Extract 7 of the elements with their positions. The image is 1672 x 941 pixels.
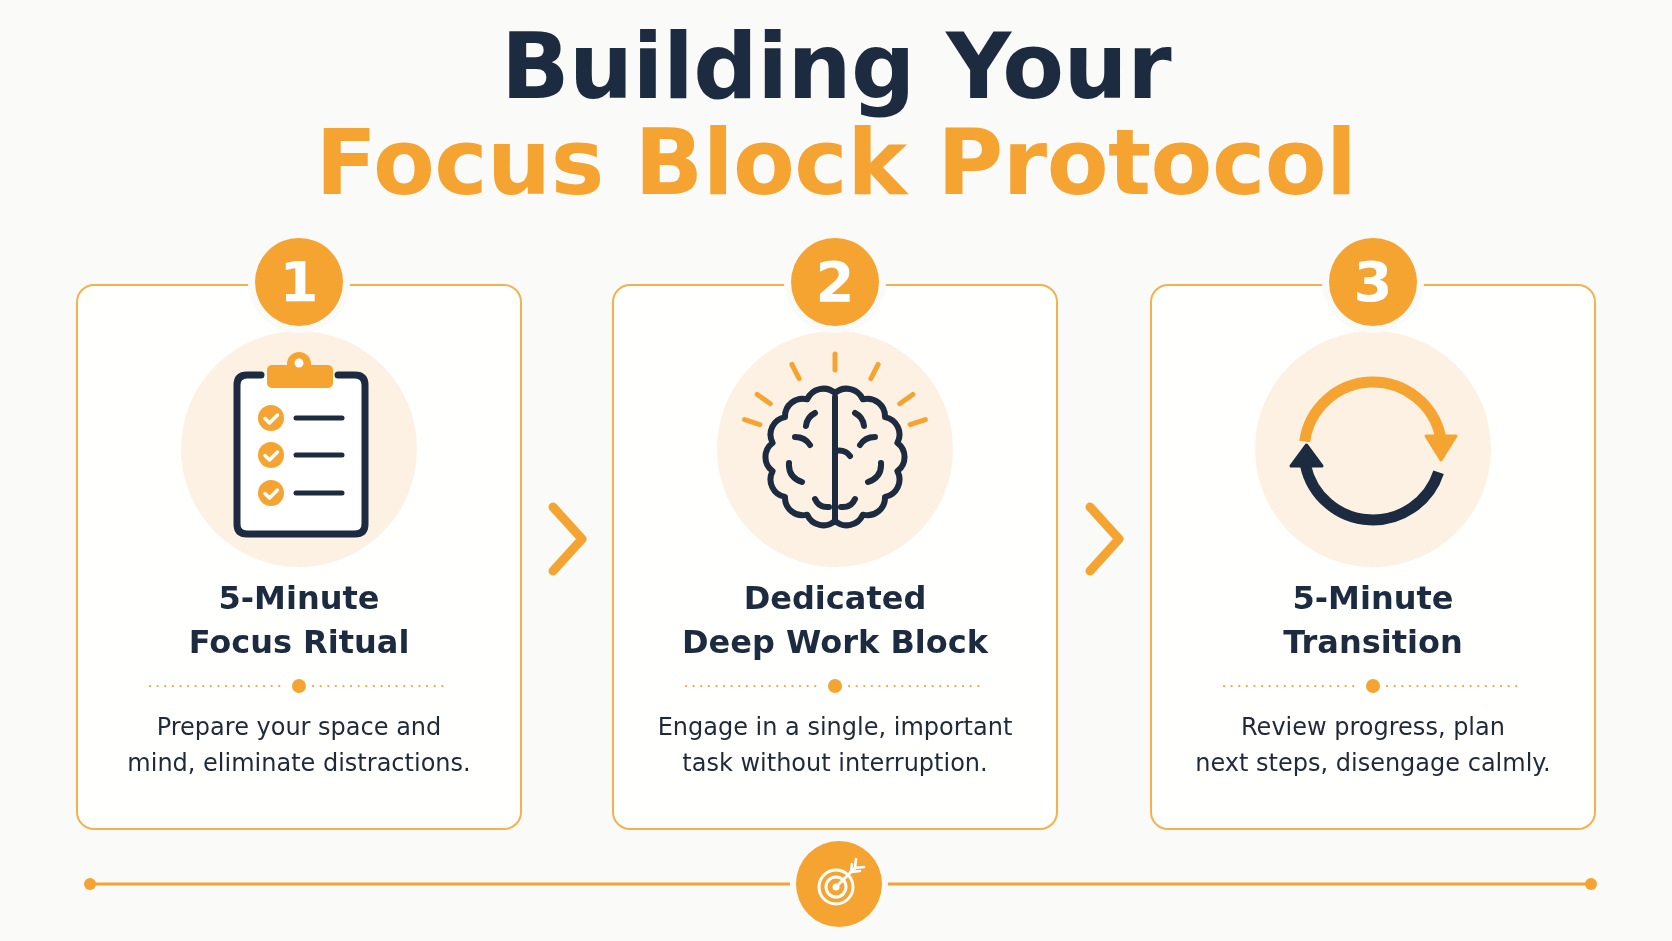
step-title: 5-Minute Transition [1283, 578, 1463, 663]
step-title: 5-Minute Focus Ritual [188, 578, 410, 663]
step-description: Engage in a single, important task without interruption. [657, 712, 1013, 779]
step-description: Prepare your space and mind, eliminate distractions. [127, 712, 471, 779]
step-title: Dedicated Deep Work Block [682, 578, 988, 663]
step-description: Review progress, plan next steps, disengage calmly. [1195, 712, 1551, 779]
title: Building Your Focus Block Protocol [315, 19, 1357, 211]
